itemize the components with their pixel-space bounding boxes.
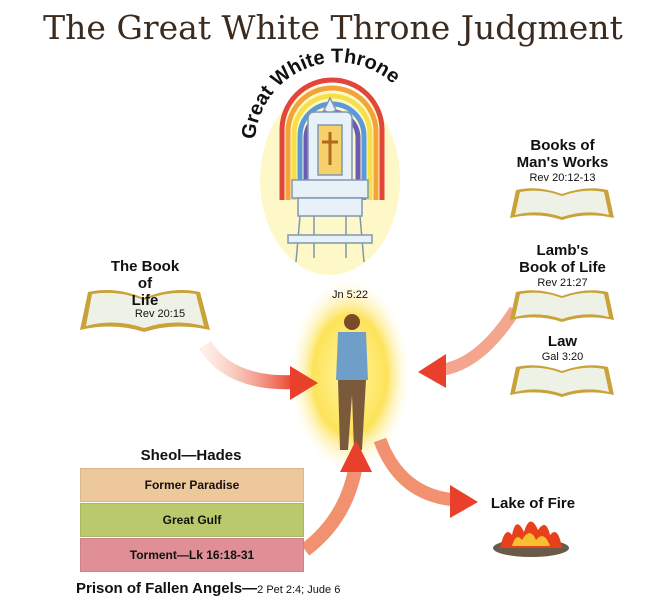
sheol-title: Sheol—Hades — [140, 447, 242, 464]
jn-ref: Jn 5:22 — [331, 289, 369, 301]
person-icon — [336, 314, 368, 450]
label-line: Books of — [530, 137, 595, 154]
lambs-book-label: Lamb's Book of Life Rev 21:27 — [495, 242, 630, 290]
label-line: of — [137, 275, 153, 292]
label-line: The Book — [110, 258, 180, 275]
law-label: Law Gal 3:20 — [495, 333, 630, 364]
book-of-life-label: The Book of Life Rev 20:15 — [85, 258, 205, 321]
label-text: Life — [131, 292, 159, 309]
label-line: Lamb's — [536, 242, 589, 259]
sheol-layer-great-gulf: Great Gulf — [80, 503, 304, 537]
sheol-layer-torment: Torment—Lk 16:18-31 — [80, 538, 304, 572]
label-line: Life — [85, 292, 205, 309]
lake-of-fire-label: Lake of Fire — [490, 495, 576, 512]
fire-icon — [493, 521, 569, 557]
books-of-works-icon — [510, 188, 614, 220]
lambs-book-icon — [510, 290, 614, 322]
book-of-life-icon — [80, 290, 210, 332]
books-of-works-label: Books of Man's Works Rev 20:12-13 — [495, 137, 630, 185]
arrow-to-lake — [373, 437, 478, 518]
law-book-icon — [510, 365, 614, 397]
prison-label: Prison of Fallen Angels—2 Pet 2:4; Jude … — [76, 580, 340, 598]
sheol-layer-former-paradise: Former Paradise — [80, 468, 304, 502]
label-line: Man's Works — [516, 154, 609, 171]
arrow-from-books — [418, 306, 521, 388]
arrow-from-book-of-life — [199, 341, 318, 400]
label-line: Book of Life — [519, 259, 606, 276]
ref: Gal 3:20 — [541, 351, 584, 363]
page-title: The Great White Throne Judgment — [43, 8, 623, 47]
prison-ref: 2 Pet 2:4; Jude 6 — [257, 584, 341, 596]
throne-icon — [287, 96, 373, 263]
arrow-from-sheol — [300, 440, 372, 556]
ref: Rev 20:15 — [134, 308, 186, 320]
prison-title: Prison of Fallen Angels— — [76, 580, 258, 597]
ref: Rev 20:12-13 — [529, 172, 596, 184]
ref: Rev 21:27 — [537, 277, 588, 289]
label-line: Law — [547, 333, 578, 350]
